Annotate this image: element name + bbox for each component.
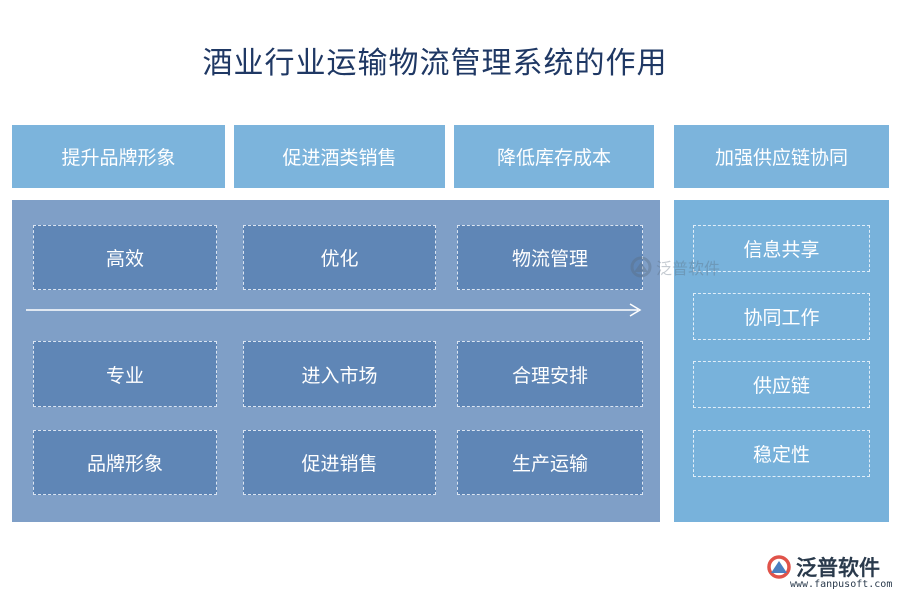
header-brand-image: 提升品牌形象 (12, 125, 225, 188)
fanpu-logo-icon (630, 256, 652, 278)
right-item-info-sharing: 信息共享 (693, 225, 870, 272)
watermark: 泛普软件 (630, 255, 720, 279)
cell-logistics-management: 物流管理 (457, 225, 643, 290)
cell-professional: 专业 (33, 341, 217, 407)
flow-arrow (26, 303, 642, 317)
header-supply-chain: 加强供应链协同 (674, 125, 889, 188)
cell-reasonable-arrangement: 合理安排 (457, 341, 643, 407)
right-item-stability: 稳定性 (693, 430, 870, 477)
cell-promote-sales: 促进销售 (243, 430, 436, 495)
page-title: 酒业行业运输物流管理系统的作用 (202, 46, 668, 81)
cell-enter-market: 进入市场 (243, 341, 436, 407)
watermark-text: 泛普软件 (656, 259, 721, 278)
cell-optimize: 优化 (243, 225, 436, 290)
logo-text: 泛普软件 (796, 556, 880, 580)
right-item-collaboration: 协同工作 (693, 293, 870, 340)
cell-brand-image: 品牌形象 (33, 430, 217, 495)
logo-url: www.fanpusoft.com (790, 579, 893, 590)
cell-production-transport: 生产运输 (457, 430, 643, 495)
fanpu-logo-icon (767, 555, 791, 579)
header-promote-sales: 促进酒类销售 (234, 125, 445, 188)
brand-logo: 泛普软件 (766, 552, 880, 582)
header-reduce-inventory: 降低库存成本 (454, 125, 654, 188)
cell-efficient: 高效 (33, 225, 217, 290)
right-item-supply-chain: 供应链 (693, 361, 870, 408)
